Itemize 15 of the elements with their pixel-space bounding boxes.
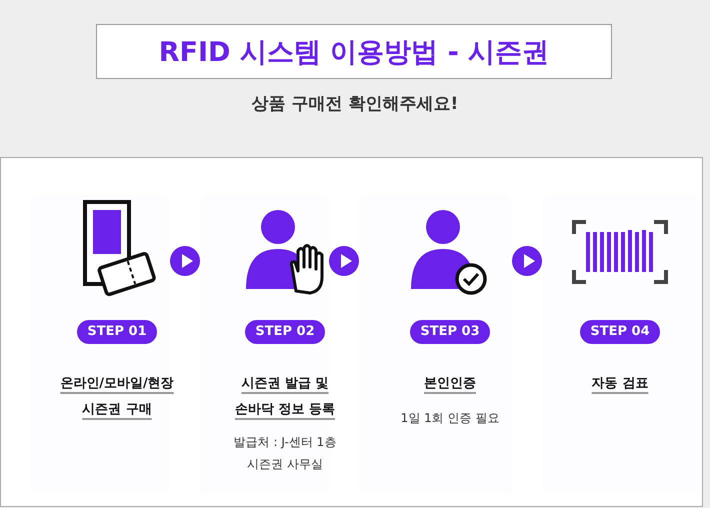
title: RFID 시스템 이용방법 - 시즌권 [96,24,612,79]
play-arrow [329,246,359,276]
step-title: 자동 검표 [592,376,648,391]
step-badge: STEP 01 [77,320,157,344]
play-arrow [170,246,200,276]
step-title: 시즌권 발급 및 손바닥 정보 등록 [234,376,336,417]
step-note: 1일 1회 인증 필요 [400,410,500,427]
step-badge: STEP 02 [245,320,325,344]
subtitle: 상품 구매전 확인해주세요! [252,93,458,115]
step-title: 본인인증 [424,376,476,391]
step-title: 온라인/모바일/현장 시즌권 구매 [60,376,174,417]
step-badge: STEP 04 [580,320,660,344]
play-arrow [512,246,542,276]
step-note: 발급처 : J-센터 1층 시즌권 사무실 [232,434,338,473]
step-badge: STEP 03 [410,320,490,344]
